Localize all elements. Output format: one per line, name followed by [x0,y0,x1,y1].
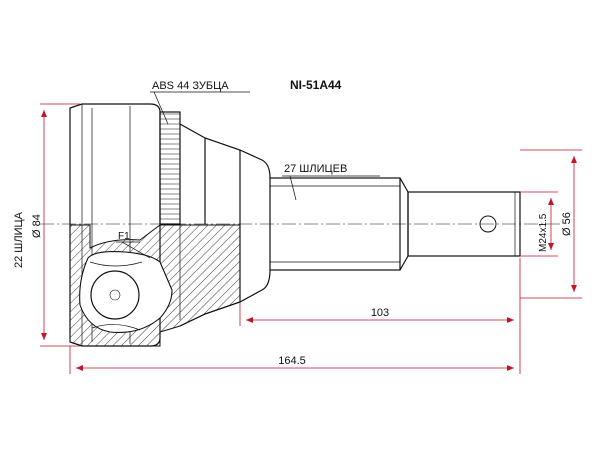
part-number: NI-51A44 [290,78,342,92]
leader-lines [116,91,380,259]
length-shaft-label: 103 [371,307,389,319]
outer-splines-label: 27 ШЛИЦЕВ [284,163,347,175]
dimension-lines [40,103,582,374]
ball-bearing [90,270,140,320]
length-total-label: 164.5 [278,355,306,367]
bell-diameter-label: Ø 84 [31,214,43,238]
thread-label: M24x1.5 [538,213,549,252]
section-cutaway [69,224,241,347]
outer-shaft [239,149,521,303]
inner-splines-label: 22 ШЛИЦА [13,211,25,268]
abs-teeth-label: ABS 44 ЗУБЦА [152,80,229,92]
abs-ring [159,111,181,225]
shaft-diameter-label: Ø 56 [561,212,573,236]
f1-label: F1 [118,231,130,242]
